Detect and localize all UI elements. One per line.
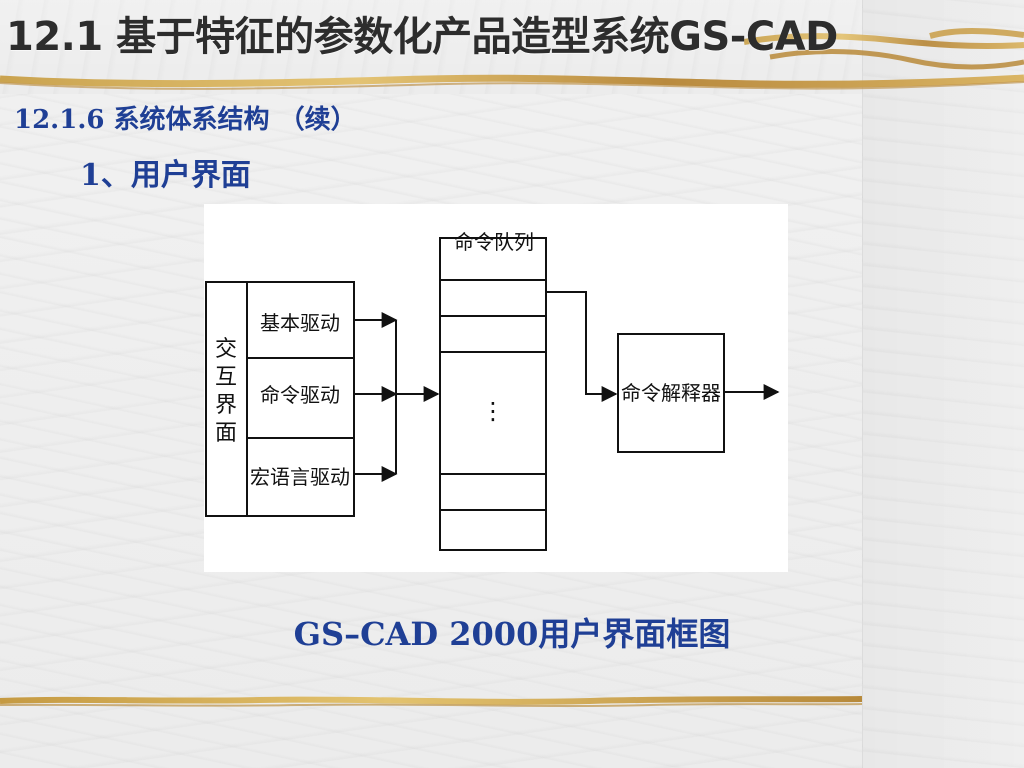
driver-label-macro: 宏语言驱动 <box>250 465 350 489</box>
command-interpreter-label: 命令解释器 <box>621 381 721 405</box>
diagram-svg: 交 互 界 面 基本驱动 命令驱动 宏语言驱动 命令队列 ⋮ <box>205 230 780 551</box>
bottom-gold-ribbon <box>0 696 862 707</box>
interaction-label-char-1: 交 <box>215 337 237 362</box>
driver-label-basic: 基本驱动 <box>260 311 340 335</box>
interaction-block-outline <box>205 281 355 517</box>
section-number: 12.1.6 <box>14 105 105 135</box>
command-queue-label: 命令队列 <box>454 230 534 254</box>
section-heading: 12.1.6 系统体系结构 （续） <box>14 102 357 138</box>
right-decorative-panel <box>862 0 1024 768</box>
interaction-label-char-3: 界 <box>215 393 237 418</box>
user-interface-diagram: 交 互 界 面 基本驱动 命令驱动 宏语言驱动 命令队列 ⋮ <box>204 204 788 572</box>
interaction-label-char-2: 互 <box>215 365 237 390</box>
slide-title: 12.1 基于特征的参数化产品造型系统GS-CAD <box>6 14 838 60</box>
interaction-label-char-4: 面 <box>215 421 237 446</box>
subheading: 1、用户界面 <box>80 158 251 193</box>
command-queue-ellipsis: ⋮ <box>481 397 505 425</box>
arrow-queue-to-interpreter-path <box>546 291 618 402</box>
section-title: 系统体系结构 （续） <box>113 105 357 135</box>
driver-label-command: 命令驱动 <box>260 383 340 407</box>
command-queue-outline <box>439 237 547 551</box>
diagram-caption: GS–CAD 2000用户界面框图 <box>293 615 731 653</box>
